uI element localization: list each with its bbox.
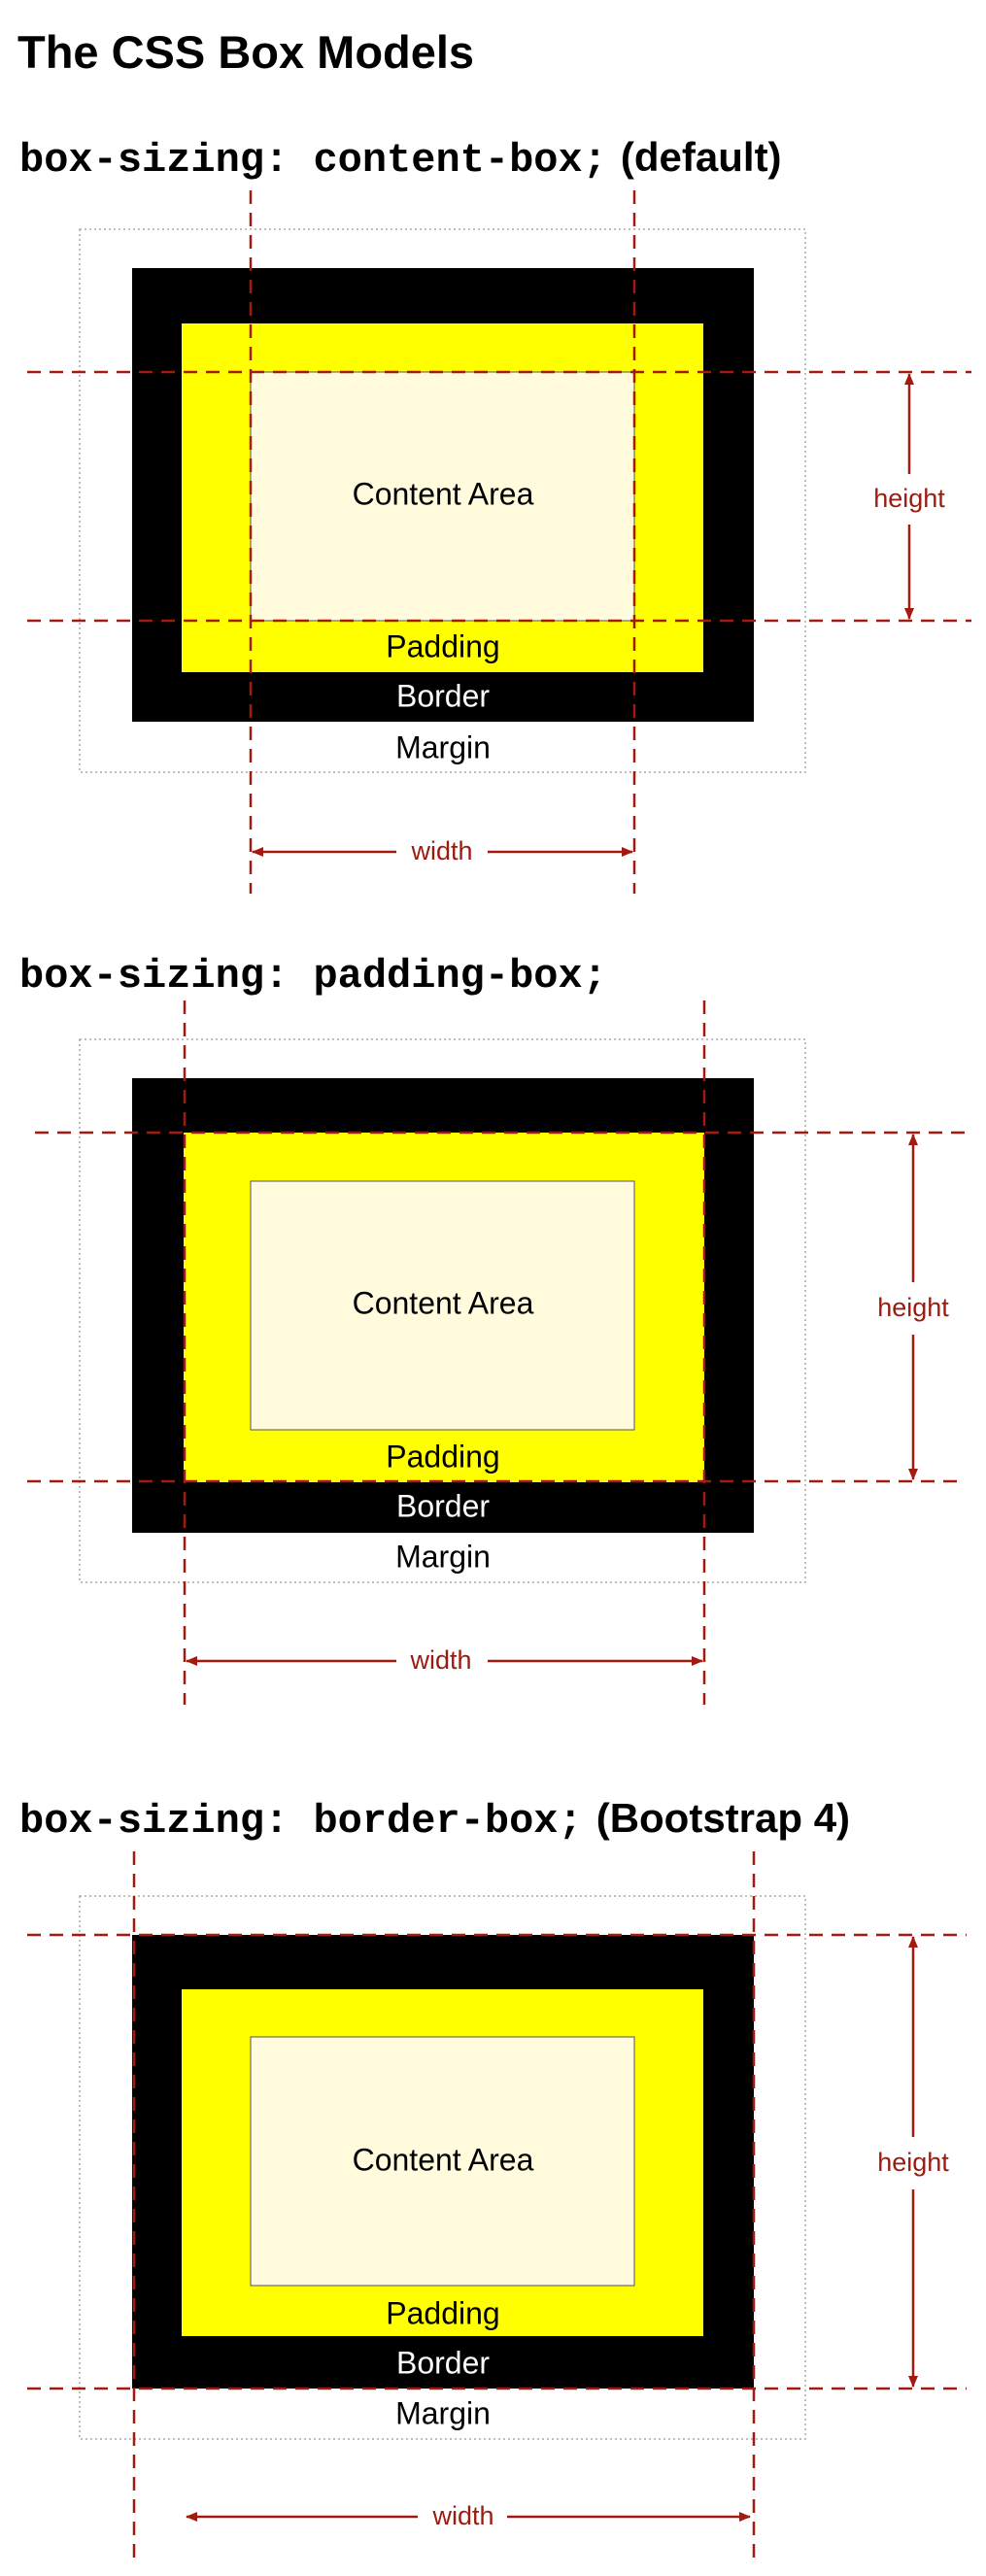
width-label: width [431,2501,493,2530]
section-border-box: box-sizing: border-box; (Bootstrap 4) Con… [19,1795,967,2559]
content-area [250,2036,635,2287]
content-area-label: Content Area [353,476,534,511]
section-heading: box-sizing: border-box; (Bootstrap 4) [19,1795,850,1845]
margin-box [79,228,806,773]
height-label: height [877,1293,949,1322]
section-heading: box-sizing: content-box; (default) [19,134,782,184]
content-area [250,1180,635,1431]
heading-code: box-sizing: padding-box; [19,953,607,1000]
border-label: Border [396,2345,490,2380]
border-label: Border [396,1488,490,1523]
height-label: height [873,484,945,513]
width-label: width [409,1645,471,1675]
margin-label: Margin [395,1539,491,1574]
page-title: The CSS Box Models [17,26,474,78]
height-label: height [877,2148,949,2177]
width-label: width [410,836,472,865]
section-heading: box-sizing: padding-box; [19,953,607,1000]
section-content-box: box-sizing: content-box; (default) Conten… [19,134,971,894]
border-label: Border [396,678,490,713]
padding-label: Padding [386,2295,499,2330]
section-padding-box: box-sizing: padding-box; Content Area Pa… [19,953,967,1705]
heading-code: box-sizing: content-box; [19,137,607,184]
margin-box [79,1038,806,1583]
heading-note: (Bootstrap 4) [596,1795,850,1841]
content-area [250,371,635,622]
content-area-label: Content Area [353,1285,534,1320]
padding-label: Padding [386,1439,499,1474]
margin-label: Margin [395,2395,491,2430]
content-area-label: Content Area [353,2142,534,2177]
margin-box [79,1895,806,2440]
heading-code: box-sizing: border-box; [19,1798,583,1845]
margin-label: Margin [395,729,491,764]
padding-label: Padding [386,628,499,663]
heading-note: (default) [621,134,782,180]
